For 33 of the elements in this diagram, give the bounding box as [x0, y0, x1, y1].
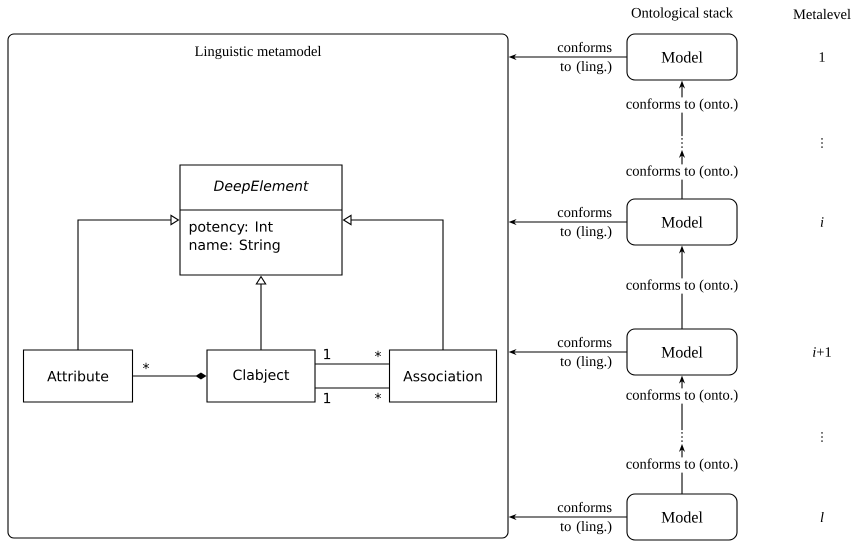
metalevel-number: l: [820, 512, 824, 522]
multiplicity: *: [142, 362, 150, 370]
edge-label: conforms to (onto.): [624, 97, 740, 113]
class-box: Attribute: [22, 349, 134, 403]
edge-label: conforms to (onto.): [624, 388, 740, 404]
edge-label: conforms to (onto.): [624, 164, 740, 180]
association-line: [316, 363, 389, 365]
edge-label: conforms to (ling.): [558, 206, 612, 240]
ellipsis: ⋮: [821, 138, 823, 148]
metalevel-number: i: [820, 217, 824, 227]
metalevel-number: 1: [820, 52, 825, 62]
edge-label: conforms to (ling.): [558, 336, 612, 370]
ellipsis: ⋮: [681, 432, 683, 442]
model-box: Model: [626, 328, 738, 376]
column-header: Metalevel: [793, 8, 851, 20]
multiplicity: *: [374, 350, 382, 358]
edge-label: conforms to (ling.): [558, 42, 612, 74]
ellipsis: ⋮: [681, 138, 683, 148]
multiplicity: 1: [324, 392, 330, 404]
model-box: Model: [626, 198, 738, 246]
edge-label: conforms to (ling.): [558, 502, 612, 534]
multiplicity: 1: [324, 348, 330, 360]
model-box: Model: [626, 493, 738, 541]
multiplicity: *: [374, 392, 382, 400]
class-box: Clabject: [206, 349, 316, 403]
ellipsis: ⋮: [821, 432, 823, 442]
class-box: Association: [388, 349, 498, 403]
class-box: DeepElement potency: Int name: String: [179, 164, 343, 276]
edge-label: conforms to (onto.): [624, 457, 740, 473]
metalevel-number: i+1: [813, 347, 831, 357]
edge-label: conforms to (onto.): [624, 278, 740, 294]
model-box: Model: [626, 33, 738, 81]
association-line: [316, 387, 389, 389]
